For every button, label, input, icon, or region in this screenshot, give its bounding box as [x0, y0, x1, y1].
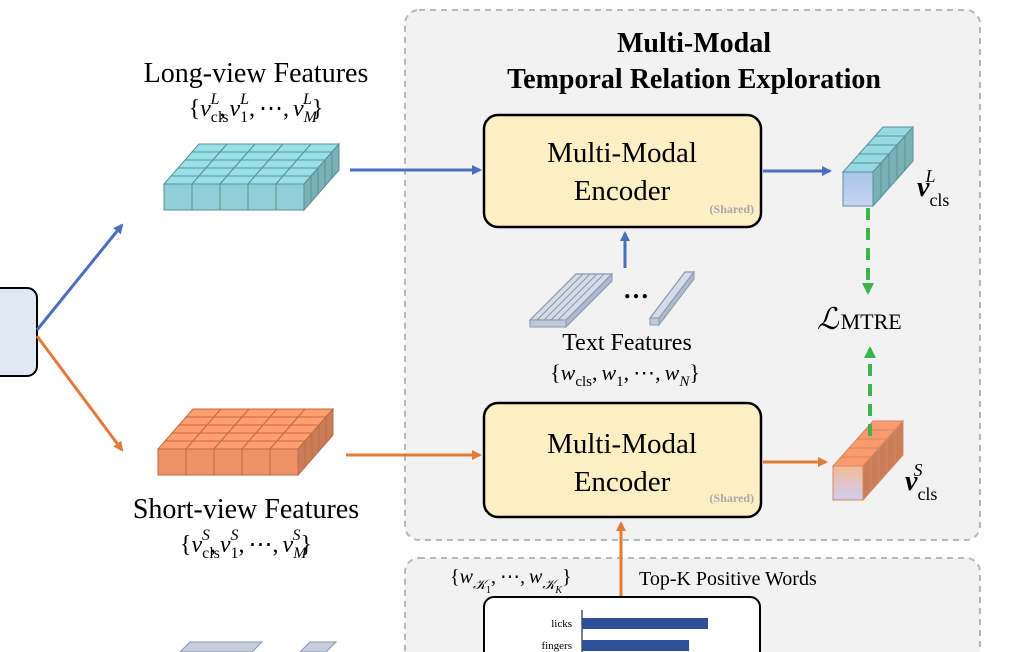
short-view-feature-grid: [156, 407, 335, 477]
grid-cell-front: [219, 183, 249, 211]
topk-bar-chart: licks fingers: [541, 610, 708, 652]
panel-title-line2: Temporal Relation Exploration: [507, 64, 881, 95]
bar-label: licks: [551, 618, 572, 630]
encoder-top-line1: Multi-Modal: [547, 137, 697, 169]
short-view-set: {vclsS,v1S,⋯,vMS}: [180, 527, 312, 562]
panel-title-line1: Multi-Modal: [617, 28, 771, 59]
vL-stack: [841, 125, 915, 208]
arrow-to-short-view: [35, 335, 124, 452]
encoder-bottom-line1: Multi-Modal: [547, 428, 697, 460]
grid-cell-front: [191, 183, 221, 211]
grid-cell-front: [213, 448, 243, 476]
arrow-to-long-view: [35, 223, 124, 331]
long-view-label: Long-view Features: [144, 58, 369, 89]
short-view-label: Short-view Features: [133, 494, 359, 525]
grid-cell-front: [275, 183, 305, 211]
grid-cell-front: [157, 448, 187, 476]
stack-front: [832, 465, 864, 501]
encoder-bottom-shared: (Shared): [710, 491, 754, 505]
encoder-top-shared: (Shared): [710, 202, 754, 216]
grid-cell-front: [163, 183, 193, 211]
text-feature-blocks: [528, 270, 696, 329]
bar: [582, 618, 708, 629]
topk-set: {w𝒦1,⋯,w𝒦K}: [450, 566, 572, 596]
partial-grey-blocks: [179, 641, 338, 652]
long-view-feature-grid: [162, 142, 341, 212]
grid-cell-front: [269, 448, 299, 476]
encoder-bottom: Multi-Modal Encoder (Shared): [482, 401, 763, 519]
loss-mtre: ℒMTRE: [817, 303, 902, 336]
grid-cell-front: [185, 448, 215, 476]
text-features-set: {wcls,w1,⋯,wN}: [550, 360, 700, 390]
encoder-top-line2: Encoder: [574, 175, 671, 207]
text-features-label: Text Features: [562, 330, 692, 356]
stack-front: [842, 171, 874, 207]
grid-cell-side: [297, 439, 306, 477]
vS-stack: [831, 419, 905, 502]
encoder-bottom-line2: Encoder: [574, 466, 671, 498]
text-features-dots: …: [623, 275, 649, 304]
topk-label: Top-K Positive Words: [639, 568, 817, 590]
bar: [582, 640, 690, 651]
grid-cell-front: [247, 183, 277, 211]
encoder-top: Multi-Modal Encoder (Shared): [482, 113, 763, 229]
vL-label: vclsL: [917, 166, 949, 210]
grid-cell-side: [303, 174, 312, 212]
grid-cell-front: [241, 448, 271, 476]
vS-label: vclsS: [905, 460, 937, 504]
long-view-set: {vclsL,v1L,⋯,vML}: [189, 91, 324, 126]
bar-label: fingers: [541, 640, 572, 652]
input-box: [0, 287, 38, 377]
